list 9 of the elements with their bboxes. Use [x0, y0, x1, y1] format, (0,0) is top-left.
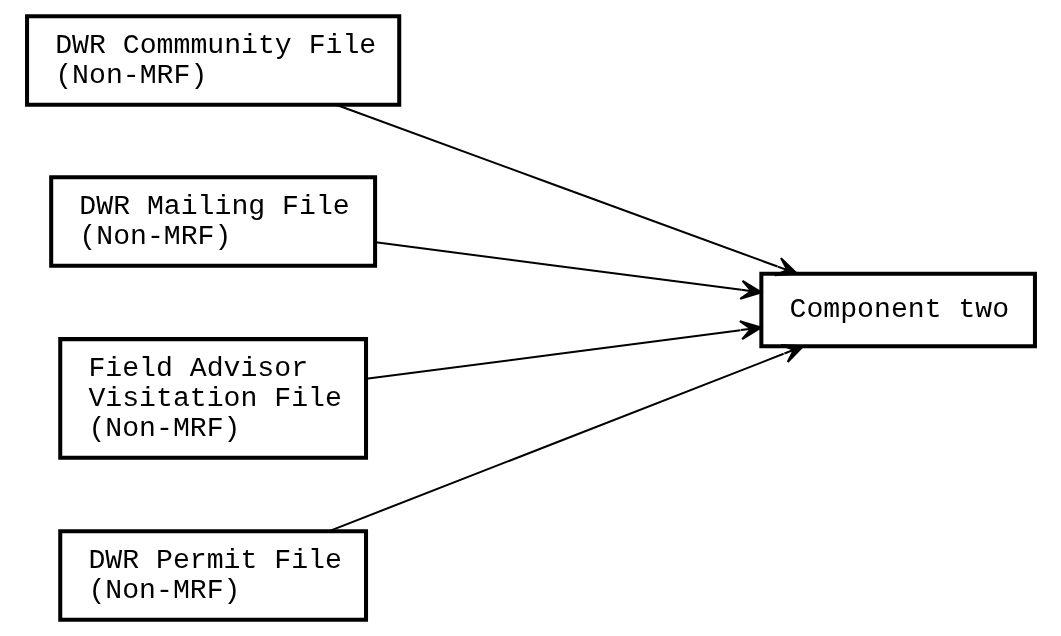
node-box: DWR Mailing File (Non-MRF)	[48, 175, 377, 268]
arrow	[328, 344, 804, 532]
arrow	[335, 103, 798, 277]
node-box: Component two	[758, 271, 1037, 349]
node-box: DWR Commmunity File (Non-MRF)	[24, 14, 401, 107]
arrow	[365, 320, 762, 380]
node-box: Field Advisor Visitation File (Non-MRF)	[57, 337, 368, 460]
node-box: DWR Permit File (Non-MRF)	[57, 529, 368, 622]
arrow	[375, 241, 762, 300]
